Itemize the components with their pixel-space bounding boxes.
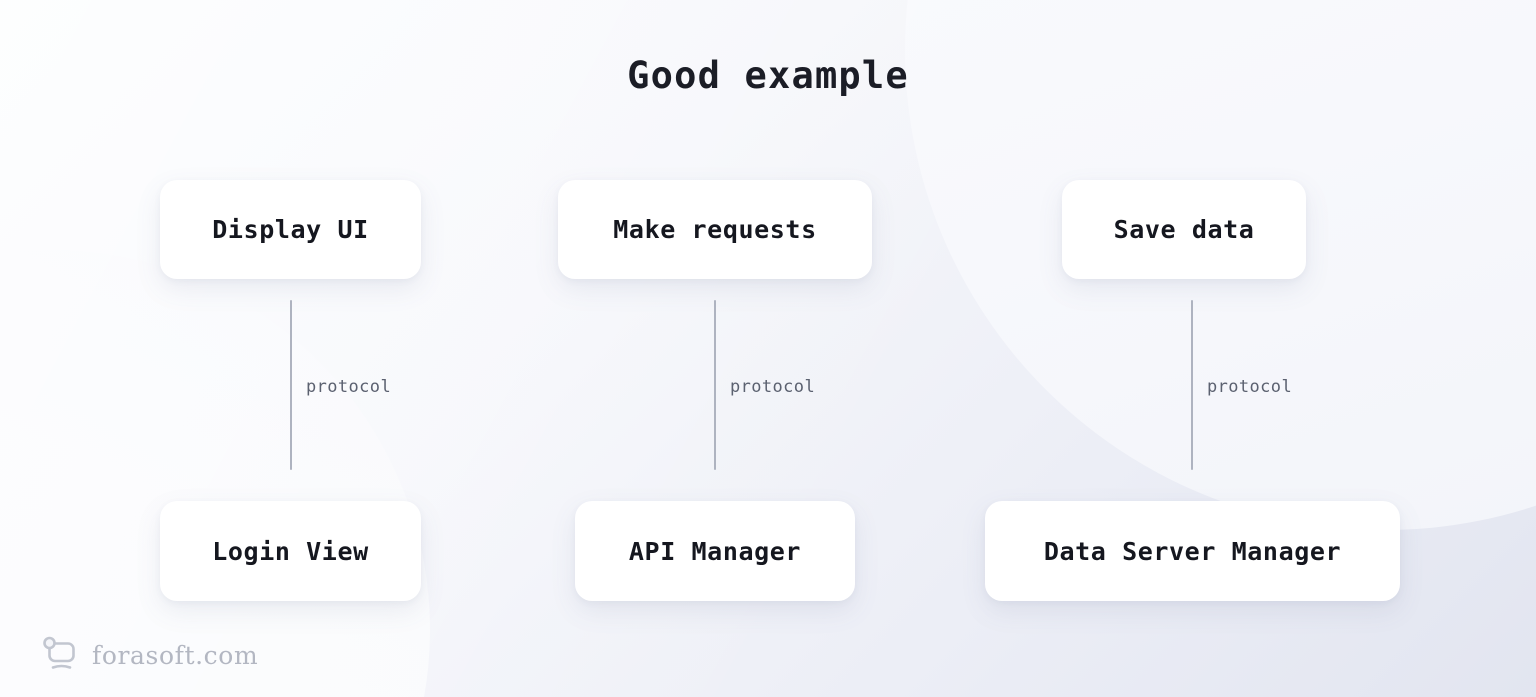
node-label: API Manager — [628, 536, 802, 566]
node-save-data[interactable]: Save data — [1062, 180, 1306, 279]
monitor-icon — [43, 636, 75, 669]
node-data-server-manager[interactable]: Data Server Manager — [985, 501, 1400, 601]
watermark-text: forasoft.com — [92, 640, 259, 670]
connector-label-3: protocol — [1207, 377, 1293, 397]
node-display-ui[interactable]: Display UI — [160, 180, 421, 279]
node-label: Save data — [1113, 215, 1255, 244]
connector-label-1: protocol — [306, 377, 392, 397]
node-label: Data Server Manager — [1043, 536, 1342, 566]
background-circle-left — [0, 250, 430, 697]
watermark: forasoft.com — [40, 636, 258, 674]
connector-label-2: protocol — [730, 377, 816, 397]
node-api-manager[interactable]: API Manager — [575, 501, 855, 601]
node-make-requests[interactable]: Make requests — [558, 180, 872, 279]
node-label: Make requests — [613, 215, 817, 244]
node-label: Display UI — [212, 215, 369, 244]
connector-line-3 — [1191, 300, 1193, 470]
connector-line-2 — [714, 300, 716, 470]
connector-line-1 — [290, 300, 292, 470]
diagram-title: Good example — [627, 54, 909, 97]
node-label: Login View — [212, 536, 369, 566]
node-login-view[interactable]: Login View — [160, 501, 421, 601]
